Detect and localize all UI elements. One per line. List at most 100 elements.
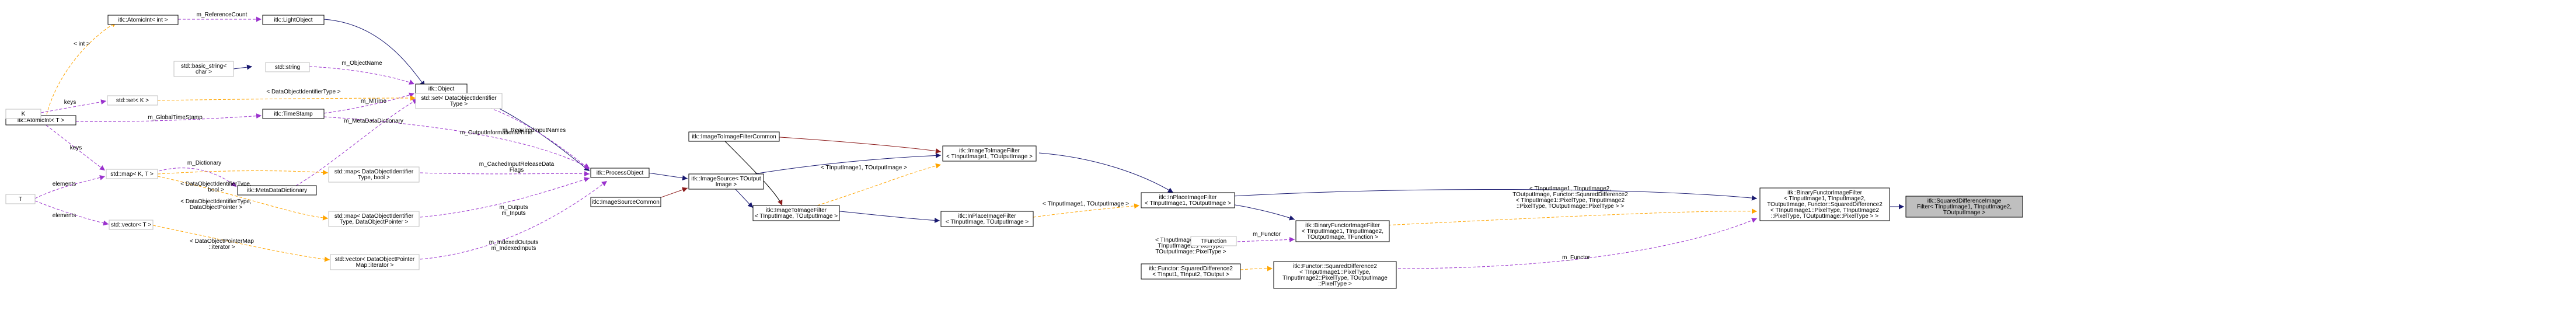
class-node-imagesourcecommon[interactable]: itk::ImageSourceCommon bbox=[590, 197, 661, 207]
edge-label-mtime: m_MTime bbox=[361, 98, 387, 105]
edge-label-int-lbl: < int > bbox=[74, 41, 90, 47]
class-name-line: itk::ProcessObject bbox=[597, 170, 644, 176]
edge-ti1-template-2 bbox=[1033, 203, 1140, 218]
class-node-timestamp[interactable]: itk::TimeStamp bbox=[262, 109, 325, 119]
class-name-line: itk::ImageSource< TOutput bbox=[691, 176, 761, 182]
edge-elements-map bbox=[34, 175, 106, 199]
class-box bbox=[262, 109, 325, 119]
class-name-line: < TInputImage1, TOutputImage > bbox=[1145, 200, 1231, 207]
class-name-line: Type, bool > bbox=[358, 175, 390, 181]
class-node-inplace-t[interactable]: itk::InPlaceImageFilter< TInputImage, TO… bbox=[940, 211, 1034, 227]
class-node-processobject[interactable]: itk::ProcessObject bbox=[590, 168, 650, 178]
class-node-k[interactable]: K bbox=[5, 109, 41, 119]
edge-imgtoimgcommon-t bbox=[723, 140, 783, 206]
class-box bbox=[1905, 196, 2023, 218]
edge-label-refcount: m_ReferenceCount bbox=[197, 12, 248, 18]
edge-atomicint-template bbox=[46, 22, 117, 115]
edge-label-outputinfomtime: m_OutputInformationMTime bbox=[460, 130, 533, 136]
edge-label-dictionary: m_Dictionary bbox=[187, 160, 221, 166]
class-node-imgtoimg-t1[interactable]: itk::ImageToImageFilter< TInputImage1, T… bbox=[942, 145, 1037, 162]
edge-label-ti1-to-2: < TInputImage1, TOutputImage > bbox=[1043, 201, 1129, 207]
class-name-line: itk::LightObject bbox=[274, 17, 312, 23]
class-box bbox=[942, 145, 1037, 162]
class-node-binfunc-generic[interactable]: itk::BinaryFunctorImageFilter< TInputIma… bbox=[1295, 220, 1390, 242]
class-box bbox=[1190, 236, 1237, 246]
class-node-inplace-t1[interactable]: itk::InPlaceImageFilter< TInputImage1, T… bbox=[1141, 192, 1235, 208]
class-node-t[interactable]: T bbox=[5, 194, 36, 204]
edge-imagesource-imgtoimg-t1 bbox=[747, 152, 942, 176]
class-name-line: T bbox=[19, 196, 22, 203]
class-box bbox=[107, 15, 179, 25]
class-node-map-kt[interactable]: std::map< K, T > bbox=[106, 169, 158, 179]
edge-imgtoimg-inplace-t bbox=[828, 210, 940, 223]
class-node-vector-t[interactable]: std::vector< T > bbox=[109, 220, 154, 230]
edges bbox=[34, 16, 1904, 271]
class-node-vector-dop[interactable]: std::vector< DataObjectPointerMap::itera… bbox=[330, 254, 420, 270]
edge-bind-pix bbox=[1240, 266, 1273, 271]
edge-map-ptr-template bbox=[157, 176, 329, 221]
class-name-line: itk::ImageToImageFilterCommon bbox=[692, 134, 776, 140]
class-node-imagesource[interactable]: itk::ImageSource< TOutputImage > bbox=[688, 173, 764, 190]
class-node-metadatadict[interactable]: itk::MetaDataDictionary bbox=[237, 185, 317, 196]
edge-lightobject-object bbox=[323, 19, 426, 87]
edge-elements-vector bbox=[34, 200, 109, 226]
edge-label-bind-sd2: < TInputImage1::PixelType, TInputImage2 bbox=[1516, 197, 1625, 204]
class-box bbox=[1759, 187, 1890, 221]
class-name-line: TOutputImage, Functor::SquaredDifference… bbox=[1767, 201, 1883, 208]
class-name-line: itk::BinaryFunctorImageFilter bbox=[1305, 222, 1380, 229]
class-node-imgtoimgcommon[interactable]: itk::ImageToImageFilterCommon bbox=[688, 131, 780, 142]
edge-label-globaltimestamp: m_GlobalTimeStamp bbox=[148, 114, 203, 121]
class-box bbox=[590, 197, 661, 207]
class-node-string[interactable]: std::string bbox=[265, 62, 310, 72]
class-node-tfunction[interactable]: TFunction bbox=[1190, 236, 1237, 246]
class-box bbox=[106, 169, 158, 179]
class-node-binfunc-sd2[interactable]: itk::BinaryFunctorImageFilter< TInputIma… bbox=[1759, 187, 1890, 221]
class-box bbox=[330, 254, 420, 270]
edge-label-keys1: keys bbox=[64, 99, 76, 106]
class-name-line: itk::AtomicInt< int > bbox=[118, 17, 168, 23]
class-name-line: Map::iterator > bbox=[356, 262, 394, 269]
class-name-line: std::vector< T > bbox=[111, 222, 151, 228]
class-name-line: itk::ImageSourceCommon bbox=[592, 199, 660, 205]
class-node-functor-sd2-pix[interactable]: itk::Functor::SquaredDifference2< TInput… bbox=[1273, 261, 1397, 289]
class-node-basic-string[interactable]: std::basic_string<char > bbox=[173, 61, 234, 77]
class-name-line: itk::AtomicInt< T > bbox=[18, 117, 64, 124]
class-node-map-doi-ptr[interactable]: std::map< DataObjectIdentifierType, Data… bbox=[328, 211, 420, 227]
class-node-map-doi-bool[interactable]: std::map< DataObjectIdentifierType, bool… bbox=[328, 166, 420, 183]
class-box bbox=[1273, 261, 1397, 289]
nodes: itk::AtomicInt< int >itk::AtomicInt< T >… bbox=[5, 15, 2023, 289]
edge-basicstring-string bbox=[233, 64, 253, 70]
edge-globaltimestamp bbox=[75, 113, 262, 122]
class-node-imgtoimg-t[interactable]: itk::ImageToImageFilter< TInputImage, TO… bbox=[752, 205, 840, 221]
edge-outputinfomtime bbox=[323, 116, 590, 169]
class-name-line: ::PixelType > bbox=[1318, 281, 1352, 287]
class-node-atomicint-int[interactable]: itk::AtomicInt< int > bbox=[107, 15, 179, 25]
class-box bbox=[328, 211, 420, 227]
edge-metadatadictionary bbox=[291, 99, 419, 189]
class-name-line: TFunction bbox=[1201, 238, 1226, 245]
class-node-object[interactable]: itk::Object bbox=[415, 83, 468, 94]
edge-label-dopmap: ::iterator > bbox=[208, 244, 235, 250]
edge-label-keys2: keys bbox=[70, 145, 82, 151]
edge-label-indexedoutputs: m_IndexedInputs bbox=[492, 245, 536, 252]
class-name-line: < TInputImage, TOutputImage > bbox=[946, 219, 1029, 225]
class-node-lightobject[interactable]: itk::LightObject bbox=[262, 15, 325, 25]
class-name-line: std::vector< DataObjectPointer bbox=[335, 256, 415, 263]
class-node-functor-sd2-plain[interactable]: itk::Functor::SquaredDifference2< TInput… bbox=[1141, 263, 1241, 280]
edge-label-dopmap: < DataObjectPointerMap bbox=[190, 238, 254, 245]
class-node-set-doi[interactable]: std::set< DataObjectIdentifierType > bbox=[415, 93, 503, 109]
class-name-line: TInputImage2::PixelType, TOutputImage bbox=[1282, 275, 1388, 281]
edge-inplace-binfunc-generic bbox=[1231, 204, 1295, 221]
class-box bbox=[590, 168, 650, 178]
edge-label-elements1: elements bbox=[53, 181, 76, 187]
class-name-line: < TInputImage, TOutputImage > bbox=[755, 213, 838, 220]
edge-keys-set bbox=[40, 99, 107, 113]
class-box bbox=[262, 15, 325, 25]
class-node-set-k[interactable]: std::set< K > bbox=[107, 95, 158, 106]
class-name-line: itk::ImageToImageFilter bbox=[959, 148, 1020, 154]
class-name-line: TOutputImage > bbox=[1943, 210, 1986, 216]
edge-requiredinputnames bbox=[466, 101, 590, 170]
edge-cachedinput bbox=[420, 171, 590, 177]
edge-imagesource-imgtoimg-t bbox=[734, 187, 754, 208]
